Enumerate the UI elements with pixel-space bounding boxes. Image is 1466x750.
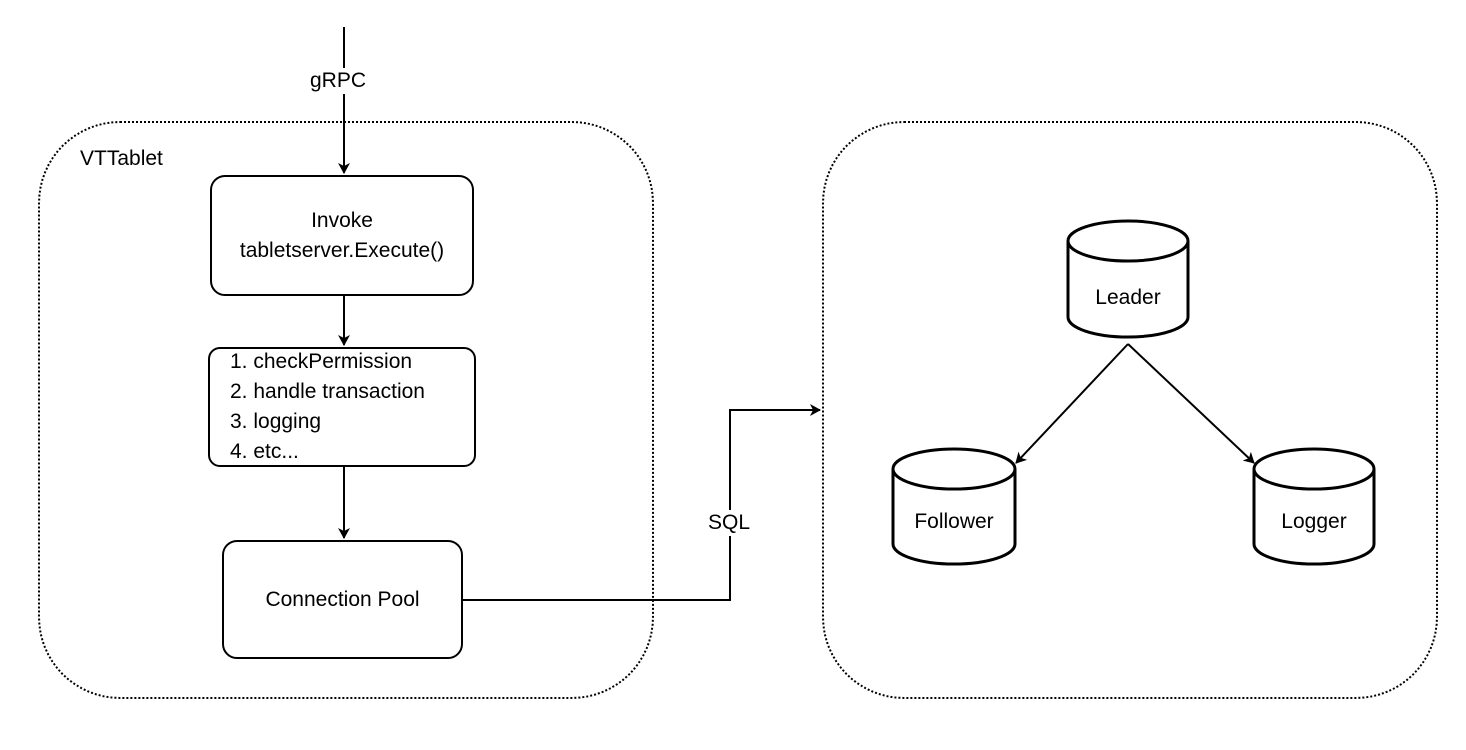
invoke-line2: tabletserver.Execute() xyxy=(239,238,445,262)
sql-label: SQL xyxy=(705,510,754,536)
logger-label: Logger xyxy=(1281,510,1347,533)
grpc-label: gRPC xyxy=(307,68,370,94)
leader-to-logger-edge xyxy=(1127,343,1255,464)
connection-pool-box: Connection Pool xyxy=(222,540,463,659)
follower-database-icon xyxy=(891,447,1017,566)
invoke-box: Invoke tabletserver.Execute() xyxy=(210,175,474,296)
vttablet-title: VTTablet xyxy=(80,147,163,170)
step-item: 2. handle transaction xyxy=(230,380,425,403)
logger-database-icon xyxy=(1252,447,1376,566)
step-item: 3. logging xyxy=(230,410,322,433)
invoke-line1: Invoke xyxy=(311,208,373,232)
leader-to-follower-edge xyxy=(1015,343,1129,464)
vttablet-group xyxy=(38,121,654,699)
connection-pool-label: Connection Pool xyxy=(265,587,420,611)
step-item: 1. checkPermission xyxy=(230,350,413,373)
sql-edge xyxy=(463,404,821,601)
follower-label: Follower xyxy=(914,510,994,533)
mysql-cluster-group xyxy=(822,121,1438,699)
step-item: 4. etc... xyxy=(230,440,299,463)
leader-label: Leader xyxy=(1095,286,1161,309)
leader-database-icon xyxy=(1066,219,1190,339)
steps-box: 1. checkPermission 2. handle transaction… xyxy=(208,347,476,467)
